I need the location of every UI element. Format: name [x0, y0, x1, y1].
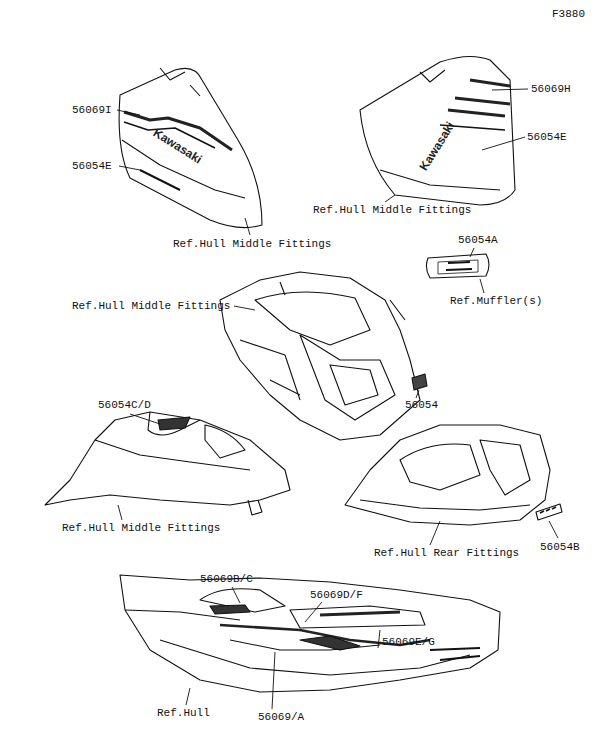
- callout-number: 56054E: [72, 160, 112, 173]
- callout-number: 56069E/G: [382, 636, 435, 649]
- reference-label: Ref.Hull Middle Fittings: [173, 238, 331, 251]
- callout-number: 56054C/D: [98, 399, 151, 412]
- callout-number: 56054: [405, 399, 438, 412]
- callout-number: 56069D/F: [310, 589, 363, 602]
- reference-label: Ref.Hull Rear Fittings: [374, 547, 519, 560]
- callout-number: 56054E: [527, 131, 567, 144]
- callout-number: 56069H: [531, 83, 571, 96]
- callout-number: 56069/A: [258, 711, 304, 724]
- reference-label: Ref.Muffler(s): [450, 295, 542, 308]
- callout-number: 56054A: [458, 234, 498, 247]
- figure-number: F3880: [552, 8, 585, 21]
- reference-label: Ref.Hull Middle Fittings: [62, 522, 220, 535]
- reference-label: Ref.Hull Middle Fittings: [72, 300, 230, 313]
- decal-text: Kawasaki: [151, 126, 204, 166]
- reference-label: Ref.Hull: [157, 707, 210, 720]
- reference-label: Ref.Hull Middle Fittings: [313, 204, 471, 217]
- callout-number: 56069I: [72, 104, 112, 117]
- decal-text: Kawasaki: [417, 120, 457, 173]
- callout-number: 56069B/C: [200, 573, 253, 586]
- callout-number: 56054B: [540, 541, 580, 554]
